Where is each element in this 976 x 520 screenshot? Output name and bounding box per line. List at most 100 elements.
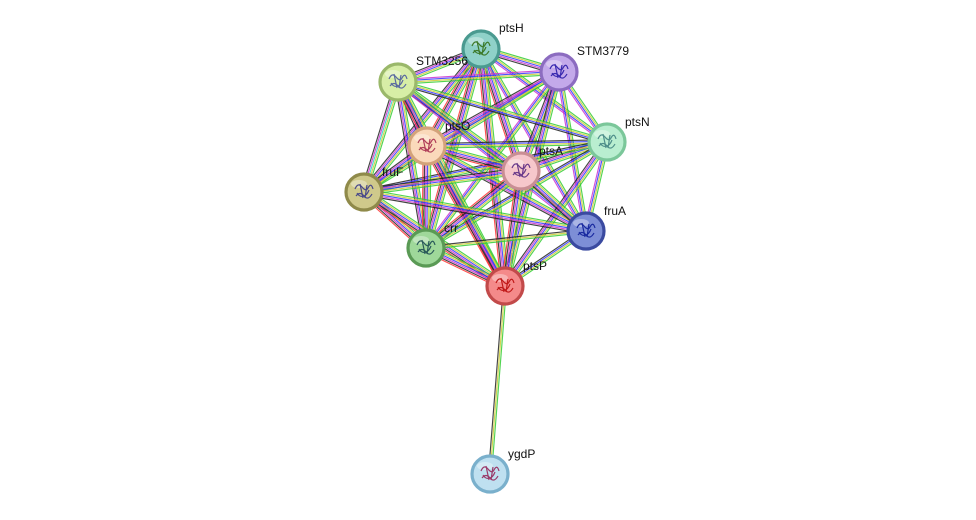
node-highlight [477,462,493,470]
protein-structure-stroke [480,466,500,473]
edge-evidence-line [500,169,518,287]
node-ygdP[interactable]: ygdP [470,447,535,494]
edge-evidence-line [397,80,608,142]
node-label: ptsN [625,115,650,129]
node-circle[interactable] [566,211,606,251]
edge-evidence-line [362,47,481,192]
protein-structure-icon [471,40,491,56]
edge-evidence-line [398,79,589,230]
node-circle[interactable] [485,266,525,306]
edge-evidence-line [363,188,588,229]
node-highlight [351,180,367,188]
edge-evidence-line [398,79,609,141]
edge-evidence-line [396,82,587,233]
node-circle[interactable] [461,29,501,69]
node-circle[interactable] [501,151,541,191]
protein-structure-stroke [599,139,613,147]
protein-structure-icon [416,239,436,255]
protein-structure-icon [388,73,408,89]
node-label: ptsH [499,21,524,35]
edge-evidence-line [363,189,587,231]
node-STM3256[interactable]: STM3256 [378,54,468,102]
edge-evidence-line [425,231,587,251]
node-circle[interactable] [470,454,510,494]
node-fruA[interactable]: fruA [566,204,626,251]
node-label: fruF [382,165,403,179]
edge-ptsN-ptsO [426,139,608,149]
protein-structure-stroke [388,74,408,81]
edge-evidence-line [424,146,504,288]
edge-evidence-line [508,170,526,288]
node-fruF[interactable]: fruF [344,165,403,212]
edges-layer [360,45,611,475]
edge-evidence-line [425,146,586,233]
edge-evidence-line [365,50,484,195]
node-ptsN[interactable]: ptsN [587,115,650,162]
edge-evidence-line [362,139,608,191]
node-highlight [414,134,430,142]
edge-evidence-line [425,140,608,248]
protein-structure-stroke [356,189,370,197]
node-label: crr [444,221,458,235]
edge-STM3256-ptsN [396,79,609,145]
protein-structure-stroke [549,64,569,71]
protein-structure-stroke [473,46,487,54]
node-circle[interactable] [406,228,446,268]
edge-evidence-line [424,169,522,248]
node-circle[interactable] [378,62,418,102]
edge-evidence-line [363,191,587,232]
edge-evidence-line [397,72,560,84]
edge-evidence-line [426,142,608,148]
edge-evidence-line [397,73,560,85]
protein-structure-stroke [354,184,374,191]
protein-structure-stroke [551,69,565,77]
edge-evidence-line [487,285,505,475]
edge-evidence-line [396,83,607,145]
edge-evidence-line [399,78,524,170]
edge-evidence-line [490,285,508,475]
node-label: fruA [604,204,626,218]
protein-structure-stroke [419,143,433,151]
node-circle[interactable] [587,122,627,162]
node-ptsP[interactable]: ptsP [485,259,547,306]
node-circle[interactable] [539,52,579,92]
protein-structure-stroke [495,278,515,285]
edge-evidence-line [395,81,426,249]
node-ptsA[interactable]: ptsA [501,144,563,191]
edge-evidence-line [394,81,424,250]
protein-structure-stroke [471,41,491,48]
node-ptsH[interactable]: ptsH [461,21,524,69]
edge-evidence-line [400,79,510,285]
node-circle[interactable] [407,126,447,166]
edge-evidence-line [425,228,587,248]
node-crr[interactable]: crr [406,221,458,268]
edge-fruA-crr [425,228,587,251]
protein-structure-stroke [390,79,404,87]
protein-structure-icon [511,162,531,178]
edge-evidence-line [397,80,588,231]
node-STM3779[interactable]: STM3779 [539,44,629,92]
protein-structure-stroke [482,471,496,479]
node-highlight [508,159,524,167]
edge-evidence-line [363,168,522,192]
node-label: STM3779 [577,44,629,58]
node-label: ptsA [539,144,563,158]
edge-evidence-line [363,167,522,190]
edge-evidence-line [426,145,587,232]
protein-structure-stroke [511,163,531,170]
node-label: ptsP [523,259,547,273]
node-circle[interactable] [344,172,384,212]
protein-structure-stroke [497,283,511,291]
node-highlight [573,219,589,227]
node-highlight [468,37,484,45]
node-ptsO[interactable]: ptsO [407,119,470,166]
edge-evidence-line [424,148,586,235]
edge-evidence-line [363,170,522,193]
protein-structure-stroke [578,228,592,236]
edge-evidence-line [397,81,427,249]
node-highlight [385,70,401,78]
protein-structure-stroke [417,138,437,145]
protein-structure-stroke [597,134,617,141]
edge-ptsP-ygdP [487,285,508,475]
